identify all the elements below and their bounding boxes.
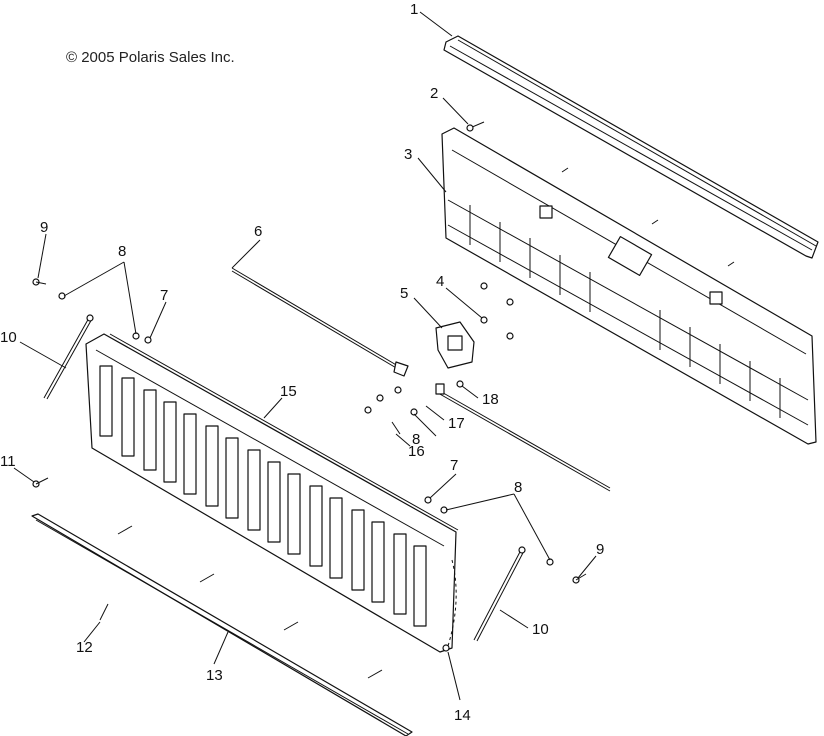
callout-17: 17 [448,415,465,432]
part-latch [435,321,475,369]
part-tailgate [85,333,459,653]
callout-2: 2 [430,85,438,102]
part-back-panel [441,127,817,445]
part-screw-2 [466,121,485,132]
callout-9-right: 9 [596,541,604,558]
callout-7-left: 7 [160,287,168,304]
part-rod-17 [435,383,611,492]
callout-10-left: 10 [0,329,17,346]
part-small-hardware [364,380,464,435]
callout-7-right: 7 [450,457,458,474]
callouts: 1 2 3 4 5 6 7 7 8 8 8 9 9 10 10 11 12 13… [0,1,604,724]
callout-13: 13 [206,667,223,684]
callout-6: 6 [254,223,262,240]
callout-4: 4 [436,273,444,290]
callout-14: 14 [454,707,471,724]
callout-8-left: 8 [118,243,126,260]
part-cable-left [43,314,94,400]
callout-15: 15 [280,383,297,400]
callout-16: 16 [408,443,425,460]
callout-10-right: 10 [532,621,549,638]
callout-12: 12 [76,639,93,656]
callout-8-right: 8 [514,479,522,496]
callout-9-left: 9 [40,219,48,236]
part-top-rail [443,35,819,259]
part-fasteners-4 [480,282,514,340]
callout-11: 11 [0,453,16,470]
callout-1: 1 [410,1,418,18]
callout-5: 5 [400,285,408,302]
part-bottom-bar [31,513,413,736]
callout-8-center: 8 [412,431,420,448]
callout-18: 18 [482,391,499,408]
part-cable-right [473,546,526,642]
callout-3: 3 [404,146,412,163]
copyright-text: © 2005 Polaris Sales Inc. [66,49,235,66]
leader-lines [13,11,597,701]
part-rod-6 [231,267,409,377]
